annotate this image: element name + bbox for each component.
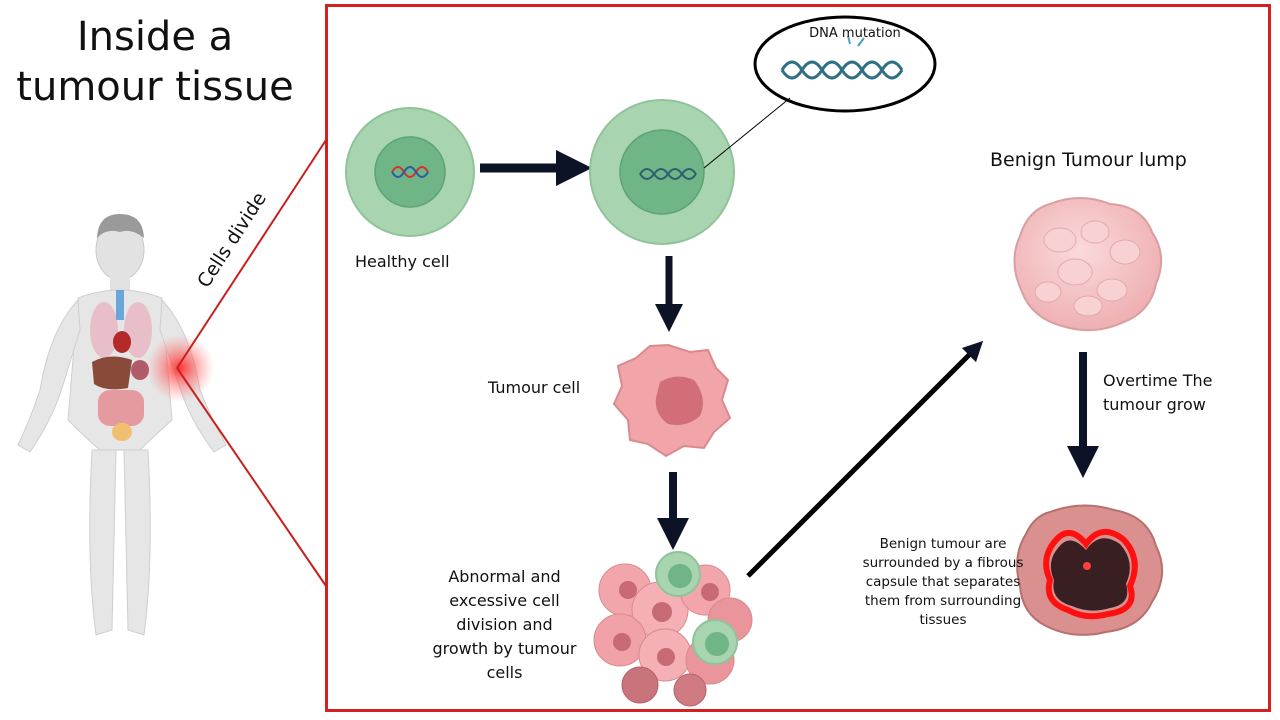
zoom-line-top bbox=[176, 139, 327, 369]
zoom-line-bottom bbox=[176, 367, 327, 587]
dna-mutation-callout bbox=[703, 15, 937, 169]
tumour-location-glow bbox=[146, 334, 214, 402]
dna-helix-icon bbox=[780, 35, 904, 80]
mutated-cell bbox=[589, 99, 735, 245]
healthy-cell bbox=[345, 107, 475, 237]
diagram-frame bbox=[325, 4, 1271, 712]
dna-mutation-label: DNA mutation bbox=[809, 26, 901, 41]
tumour-cell-label: Tumour cell bbox=[488, 378, 581, 397]
page-title: Inside a tumour tissue bbox=[16, 14, 294, 110]
overtime-growth-label: Overtime The tumour grow bbox=[1103, 371, 1213, 414]
mutated-dna-icon bbox=[639, 168, 697, 180]
capsule-note-label: Benign tumour are surrounded by a fibrou… bbox=[862, 536, 1024, 628]
benign-lump-label: Benign Tumour lump bbox=[990, 149, 1187, 171]
abnormal-division-label: Abnormal and excessive cell division and… bbox=[432, 567, 577, 682]
tumour-cell-cluster bbox=[593, 551, 753, 707]
tumour-cell bbox=[612, 343, 732, 458]
arrow-to-benign-lump bbox=[746, 340, 984, 578]
healthy-cell-label: Healthy cell bbox=[355, 252, 450, 271]
encapsulated-tumour bbox=[1016, 504, 1163, 636]
benign-tumour-lump bbox=[1013, 197, 1163, 332]
dna-icon bbox=[391, 166, 429, 178]
